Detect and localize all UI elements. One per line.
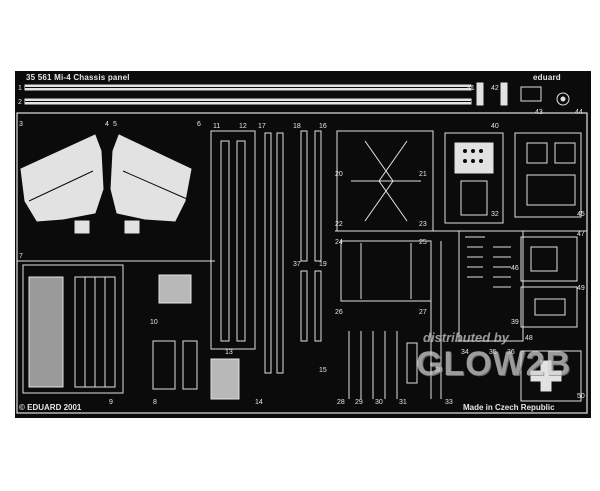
parts-41-44 — [476, 82, 570, 106]
part-number: 38 — [435, 367, 443, 374]
part-number: 30 — [375, 399, 383, 406]
part-number: 1 — [18, 85, 22, 92]
part-number: 20 — [335, 171, 343, 178]
part-45-panel — [514, 132, 582, 218]
watermark-distributed-by: distributed by — [423, 330, 509, 345]
part-number: 14 — [255, 399, 263, 406]
parts-46-50 — [520, 236, 582, 402]
part-number: 32 — [491, 211, 499, 218]
part-number: 47 — [577, 231, 585, 238]
part-number: 37 — [293, 261, 301, 268]
part-number: 50 — [577, 393, 585, 400]
part-number: 41 — [467, 85, 475, 92]
fret-header-text: 35 561 Mi-4 Chassis panel — [26, 73, 130, 82]
part-number: 35 — [489, 349, 497, 356]
parts-20-23 — [336, 130, 434, 302]
watermark-logo: GLOW2B — [416, 345, 572, 383]
parts-27-38 — [348, 241, 442, 399]
part-2-strip — [24, 98, 472, 105]
part-number: 9 — [109, 399, 113, 406]
part-number: 25 — [419, 239, 427, 246]
part-number: 19 — [319, 261, 327, 268]
photo-etch-fret: 35 561 Mi-4 Chassis panel eduard © EDUAR… — [15, 71, 591, 418]
part-number: 12 — [239, 123, 247, 130]
rails-18-19 — [300, 130, 322, 342]
part-number: 21 — [419, 171, 427, 178]
part-number: 7 — [19, 253, 23, 260]
etched-parts-artwork — [16, 82, 588, 414]
part-number: 10 — [150, 319, 158, 326]
part-number: 48 — [525, 335, 533, 342]
part-number: 43 — [535, 109, 543, 116]
part-number: 5 — [113, 121, 117, 128]
part-number: 6 — [197, 121, 201, 128]
part-number: 23 — [419, 221, 427, 228]
part-number: 44 — [575, 109, 583, 116]
part-number: 33 — [445, 399, 453, 406]
brand-mark: eduard — [533, 73, 561, 82]
parts-30-32 — [444, 132, 504, 224]
part-number: 27 — [419, 309, 427, 316]
part-number: 28 — [337, 399, 345, 406]
part-number: 36 — [507, 349, 515, 356]
part-number: 11 — [213, 123, 221, 130]
part-number: 22 — [335, 221, 343, 228]
part-number: 8 — [153, 399, 157, 406]
spring-parts — [458, 230, 524, 342]
part-number: 13 — [225, 349, 233, 356]
parts-8-9 — [152, 340, 198, 390]
part-number: 17 — [258, 123, 266, 130]
part-number: 2 — [18, 99, 22, 106]
part-number: 3 — [19, 121, 23, 128]
parts-10-mesh — [158, 274, 192, 304]
copyright-text: © EDUARD 2001 — [19, 403, 82, 412]
part-number: 34 — [461, 349, 469, 356]
part-5-panel — [110, 134, 192, 234]
part-number: 46 — [511, 265, 519, 272]
rail-17 — [264, 132, 284, 374]
part-number: 39 — [511, 319, 519, 326]
part-number: 4 — [105, 121, 109, 128]
part-number: 42 — [491, 85, 499, 92]
part-3-panel — [20, 134, 104, 234]
part-number: 40 — [491, 123, 499, 130]
part-13-mesh — [210, 358, 240, 400]
part-number: 29 — [355, 399, 363, 406]
part-1-strip — [24, 84, 472, 91]
origin-text: Made in Czech Republic — [463, 403, 555, 412]
rails-11-12 — [210, 130, 256, 350]
mesh-panel-left — [22, 264, 124, 394]
part-number: 24 — [335, 239, 343, 246]
part-number: 16 — [319, 123, 327, 130]
part-number: 49 — [577, 285, 585, 292]
part-number: 31 — [399, 399, 407, 406]
part-number: 15 — [319, 367, 327, 374]
part-number: 45 — [577, 211, 585, 218]
part-number: 26 — [335, 309, 343, 316]
part-number: 18 — [293, 123, 301, 130]
